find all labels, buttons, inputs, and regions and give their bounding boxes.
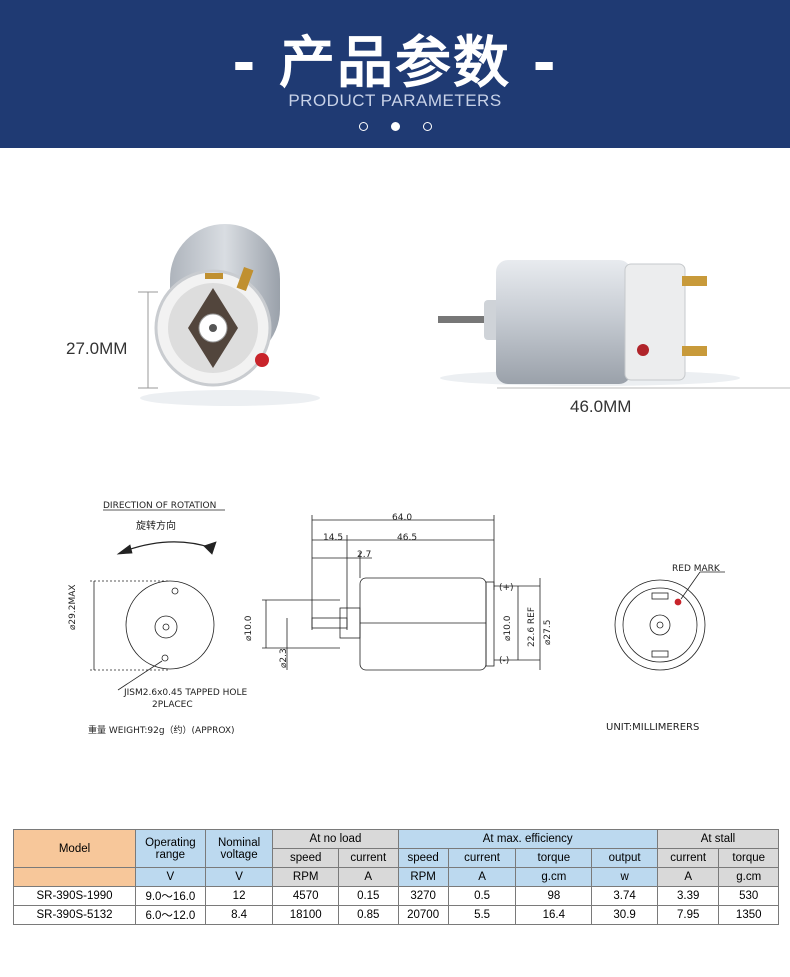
motor-front-photo xyxy=(140,224,320,406)
unit-cell: A xyxy=(338,867,399,887)
cell-eff-current: 0.5 xyxy=(447,886,517,906)
dim-2-3: ⌀2.3 xyxy=(279,648,289,668)
cell-eff-speed: 3270 xyxy=(397,886,449,906)
cell-eff-output: 30.9 xyxy=(591,905,658,925)
carousel-dot-1[interactable] xyxy=(359,122,368,131)
cell-model: SR-390S-5132 xyxy=(12,905,137,925)
dim-22-6: 22.6 REF xyxy=(527,606,537,647)
sub-speed: speed xyxy=(397,848,449,868)
cell-operating: 6.0～12.0 xyxy=(135,905,206,925)
cell-eff-torque: 98 xyxy=(515,886,593,906)
page-title: - 产品参数 - xyxy=(232,31,558,96)
dim-2-7: 2.7 xyxy=(357,550,372,560)
cell-stall-torque: 1350 xyxy=(718,905,779,925)
cell-noload-speed: 18100 xyxy=(272,905,340,925)
header-no-load: At no load xyxy=(272,829,399,849)
cell-eff-current: 5.5 xyxy=(447,905,517,925)
cell-model: SR-390S-1990 xyxy=(12,886,137,906)
header-max-eff: At max. efficiency xyxy=(397,829,658,849)
terminal-minus: (-) xyxy=(499,656,510,666)
unit-cell: A xyxy=(656,867,720,887)
unit-cell: V xyxy=(135,867,206,887)
page-subtitle: PRODUCT PARAMETERS xyxy=(288,91,502,110)
dia-max-label: ⌀29.2MAX xyxy=(68,584,78,630)
dim-46-5: 46.5 xyxy=(397,533,418,543)
unit-row: V V RPM A RPM A g.cm w A g.cm xyxy=(12,867,779,887)
diameter-label: 27.0MM xyxy=(66,339,128,358)
sub-torque: torque xyxy=(515,848,593,868)
unit-cell: RPM xyxy=(397,867,449,887)
unit-cell: g.cm xyxy=(515,867,593,887)
unit-label: UNIT:MILLIMERERS xyxy=(606,722,700,733)
cell-stall-current: 3.39 xyxy=(656,886,720,906)
dim-64: 64.0 xyxy=(392,513,413,523)
header-model: Model xyxy=(12,829,137,868)
rotation-label-en: DIRECTION OF ROTATION xyxy=(103,501,217,511)
rotation-label-cn: 旋转方向 xyxy=(136,521,176,532)
sub-speed: speed xyxy=(272,848,340,868)
unit-cell: w xyxy=(591,867,658,887)
unit-cell xyxy=(12,867,137,887)
cell-noload-current: 0.15 xyxy=(338,886,399,906)
terminal-plus: (+) xyxy=(499,583,514,593)
dim-14-5: 14.5 xyxy=(323,533,344,543)
table-row: SR-390S-5132 6.0～12.0 8.4 18100 0.85 207… xyxy=(12,905,779,925)
weight-label: 重量 WEIGHT:92g（约）(APPROX) xyxy=(88,726,235,736)
sub-current: current xyxy=(338,848,399,868)
motor-photos xyxy=(138,224,790,406)
cell-nominal: 8.4 xyxy=(204,905,274,925)
dim-10-left: ⌀10.0 xyxy=(244,615,254,641)
technical-drawing xyxy=(90,509,725,691)
table-row: SR-390S-1990 9.0～16.0 12 4570 0.15 3270 … xyxy=(12,886,779,906)
parameters-table: Model Operating range Nominal voltage At… xyxy=(12,829,780,925)
cell-noload-current: 0.85 xyxy=(338,905,399,925)
length-label: 46.0MM xyxy=(570,397,632,416)
red-mark-label: RED MARK xyxy=(672,564,720,574)
carousel-dot-2[interactable] xyxy=(391,122,400,131)
cell-noload-speed: 4570 xyxy=(272,886,340,906)
cell-operating: 9.0～16.0 xyxy=(135,886,206,906)
unit-cell: V xyxy=(204,867,274,887)
places-label: 2PLACEC xyxy=(152,700,193,710)
carousel-dot-3[interactable] xyxy=(423,122,432,131)
header-nominal: Nominal voltage xyxy=(204,829,274,868)
cell-stall-current: 7.95 xyxy=(656,905,720,925)
unit-cell: g.cm xyxy=(718,867,779,887)
cell-eff-torque: 16.4 xyxy=(515,905,593,925)
cell-eff-output: 3.74 xyxy=(591,886,658,906)
cell-eff-speed: 20700 xyxy=(397,905,449,925)
sub-current: current xyxy=(656,848,720,868)
sub-current: current xyxy=(447,848,517,868)
sub-output: output xyxy=(591,848,658,868)
dim-27-5: ⌀27.5 xyxy=(543,619,553,645)
header-operating: Operating range xyxy=(135,829,206,868)
tapped-hole-label: JISM2.6x0.45 TAPPED HOLE xyxy=(124,688,248,698)
unit-cell: RPM xyxy=(272,867,340,887)
motor-side-photo xyxy=(438,260,740,386)
unit-cell: A xyxy=(447,867,517,887)
sub-torque: torque xyxy=(718,848,779,868)
header-stall: At stall xyxy=(656,829,780,849)
cell-stall-torque: 530 xyxy=(718,886,779,906)
dim-10-right: ⌀10.0 xyxy=(503,615,513,641)
header-banner: - 产品参数 - PRODUCT PARAMETERS xyxy=(0,0,790,148)
cell-nominal: 12 xyxy=(204,886,274,906)
